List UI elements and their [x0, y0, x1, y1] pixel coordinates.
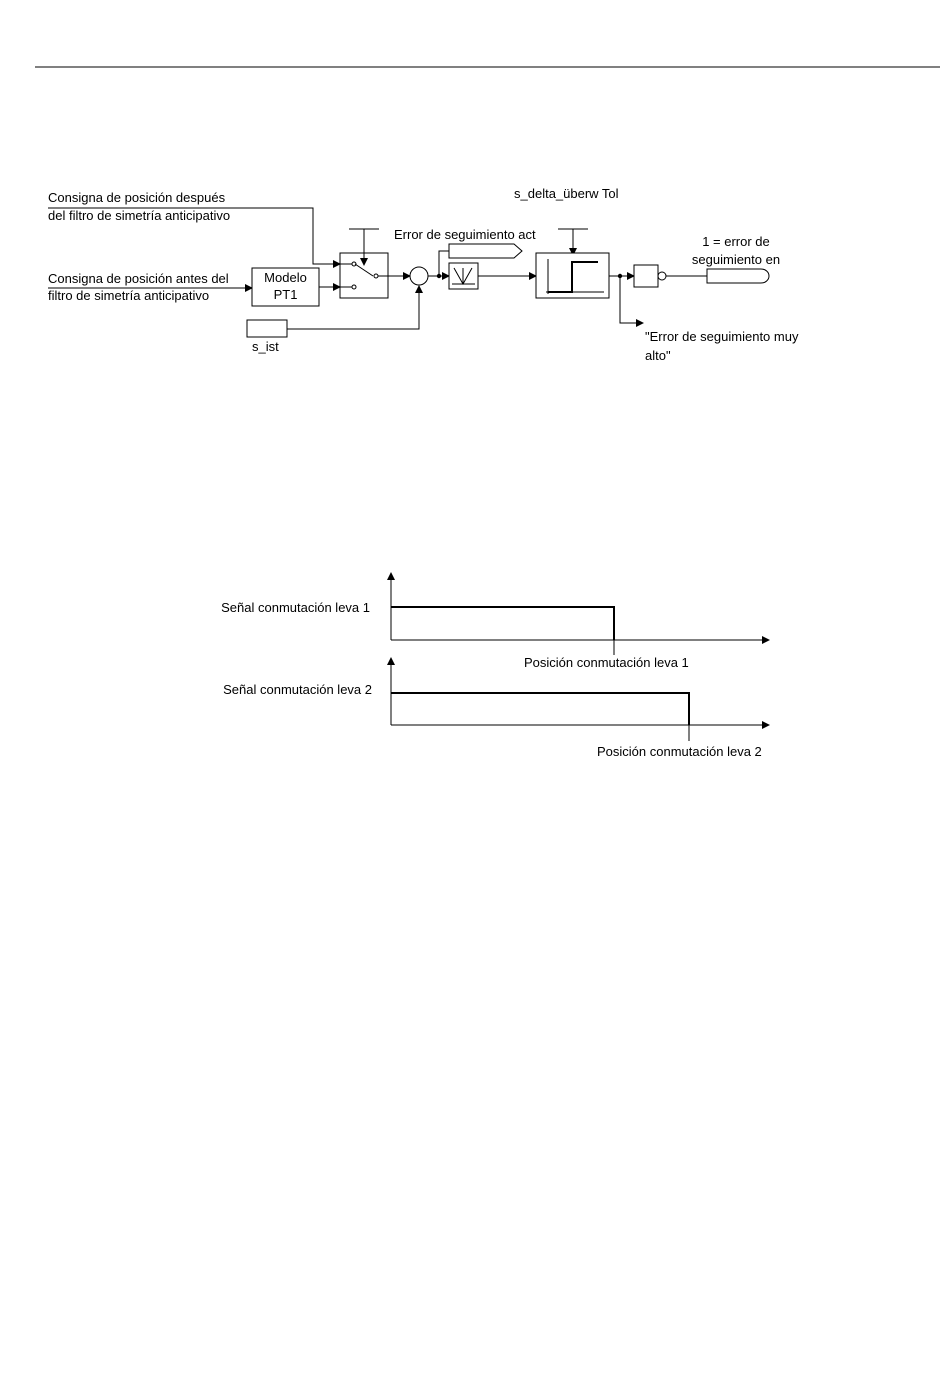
cam2-signal-label: Señal conmutación leva 2 — [223, 682, 372, 697]
input-after-label-2: del filtro de simetría anticipativo — [48, 208, 230, 223]
message-label-2: alto" — [645, 348, 671, 363]
cam2-position-label: Posición conmutación leva 2 — [597, 744, 762, 759]
input-after-line — [48, 207, 341, 268]
output-connector — [706, 268, 770, 284]
pt1-model-block — [251, 267, 320, 307]
switch-blade — [354, 263, 374, 277]
s-ist-label: s_ist — [252, 339, 279, 354]
output-label-1: 1 = error de — [702, 234, 770, 249]
following-error-act-connector — [448, 243, 523, 259]
cam2-signal-trace — [391, 692, 690, 725]
cam1-signal-trace — [391, 606, 615, 640]
output-label-2: seguimiento en — [692, 252, 780, 267]
pt1-label-1: Modelo — [264, 270, 307, 285]
following-error-block-diagram: Consigna de posición después del filtro … — [48, 186, 799, 363]
cam1-position-label: Posición conmutación leva 1 — [524, 655, 689, 670]
message-label-1: "Error de seguimiento muy — [645, 329, 799, 344]
cam-switching-timing-diagram: Señal conmutación leva 1 Posición conmut… — [221, 572, 770, 759]
abs-value-block — [448, 262, 479, 290]
s-ist-block — [246, 319, 288, 338]
switch-contact-1 — [351, 261, 357, 267]
input-after-label-1: Consigna de posición después — [48, 190, 226, 205]
switch-contact-out — [373, 273, 379, 279]
input-before-label-1: Consigna de posición antes del — [48, 271, 229, 286]
pt1-label-2: PT1 — [274, 287, 298, 302]
inverter-bubble — [657, 271, 667, 281]
tolerance-label: s_delta_überw Tol — [514, 186, 619, 201]
threshold-step-curve — [548, 261, 598, 293]
switch-contact-2 — [351, 284, 357, 290]
following-error-act-label: Error de seguimiento act — [394, 227, 536, 242]
s-ist-feedback-line — [287, 285, 423, 330]
delay-block — [633, 264, 659, 288]
branch-to-message-line — [619, 276, 644, 327]
input-before-label-2: filtro de simetría anticipativo — [48, 288, 209, 303]
branch-to-error-act — [438, 250, 449, 276]
summing-junction — [409, 266, 429, 286]
cam1-signal-label: Señal conmutación leva 1 — [221, 600, 370, 615]
